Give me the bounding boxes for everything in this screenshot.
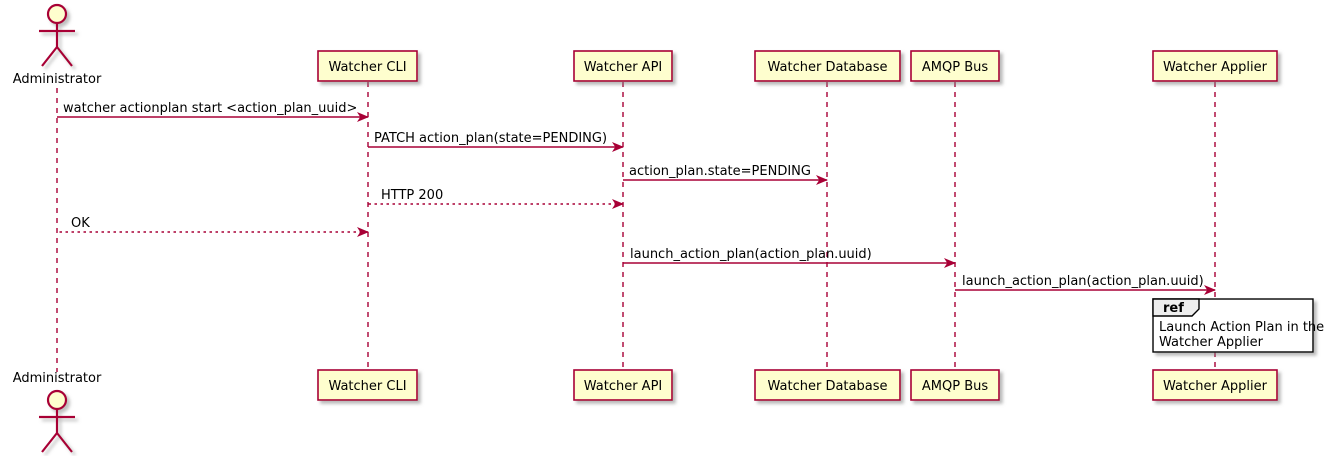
participant-watcher-applier-bottom[interactable]: Watcher Applier [1152,369,1278,401]
message-patch-action-plan[interactable]: PATCH action_plan(state=PENDING) [368,131,624,152]
message-watcher-actionplan-start[interactable]: watcher actionplan start <action_plan_uu… [57,101,369,122]
participant-watcher-cli-bottom[interactable]: Watcher CLI [317,369,418,401]
message-label-7: launch_action_plan(action_plan.uuid) [962,274,1204,289]
participant-box-watcher-applier-top[interactable] [1152,50,1278,82]
participant-boxes-top: Watcher CLI Watcher API Watcher Database… [317,50,1278,82]
participant-watcher-api-top[interactable]: Watcher API [573,50,673,82]
participant-watcher-database-bottom[interactable]: Watcher Database [754,369,901,401]
participant-label-watcher-api-top: Watcher API [584,60,663,75]
actor-figure-top-icon [39,3,75,67]
participant-label-watcher-applier-top: Watcher Applier [1163,60,1268,75]
participant-box-watcher-applier-bottom[interactable] [1152,369,1278,401]
message-label-4: HTTP 200 [381,188,443,203]
participant-label-watcher-database-bottom: Watcher Database [768,379,888,394]
participant-box-amqp-bus-top[interactable] [910,50,1000,82]
message-action-plan-state-pending[interactable]: action_plan.state=PENDING [623,164,828,185]
participant-watcher-cli-top[interactable]: Watcher CLI [317,50,418,82]
participant-box-watcher-cli-bottom[interactable] [317,369,418,401]
ref-fragment-tab-shape [1152,298,1200,317]
participant-amqp-bus-bottom[interactable]: AMQP Bus [910,369,1000,401]
participant-boxes-bottom: Watcher CLI Watcher API Watcher Database… [317,369,1278,401]
participant-label-watcher-applier-bottom: Watcher Applier [1163,379,1268,394]
lifelines-group [56,82,1216,372]
participant-box-watcher-api-bottom[interactable] [573,369,673,401]
actor-administrator-label-top: Administrator [13,72,102,87]
message-label-3: action_plan.state=PENDING [629,164,811,179]
message-launch-action-plan-to-bus[interactable]: launch_action_plan(action_plan.uuid) [623,247,956,268]
participant-box-watcher-database-bottom[interactable] [754,369,901,401]
message-label-6: launch_action_plan(action_plan.uuid) [630,247,872,262]
message-launch-action-plan-to-applier[interactable]: launch_action_plan(action_plan.uuid) [955,274,1216,295]
actor-administrator-bottom[interactable]: Administrator [13,371,102,453]
actor-figure-bottom-icon [39,389,75,453]
actor-administrator-top[interactable]: Administrator [13,3,102,87]
message-ok[interactable]: OK [57,216,369,237]
message-http-200[interactable]: HTTP 200 [368,188,624,209]
participant-label-amqp-bus-bottom: AMQP Bus [922,379,988,394]
participant-box-watcher-cli-top[interactable] [317,50,418,82]
participant-label-watcher-api-bottom: Watcher API [584,379,663,394]
message-label-1: watcher actionplan start <action_plan_uu… [63,101,357,116]
participant-box-watcher-api-top[interactable] [573,50,673,82]
participant-label-amqp-bus-top: AMQP Bus [922,60,988,75]
message-label-5: OK [71,216,90,231]
participant-label-watcher-cli-top: Watcher CLI [328,60,406,75]
message-label-2: PATCH action_plan(state=PENDING) [374,131,607,146]
participant-box-amqp-bus-bottom[interactable] [910,369,1000,401]
actor-administrator-label-bottom: Administrator [13,371,102,386]
participant-watcher-database-top[interactable]: Watcher Database [754,50,901,82]
ref-fragment-line-1: Launch Action Plan in the [1159,320,1324,335]
participant-box-watcher-database-top[interactable] [754,50,901,82]
participant-watcher-api-bottom[interactable]: Watcher API [573,369,673,401]
participant-watcher-applier-top[interactable]: Watcher Applier [1152,50,1278,82]
ref-fragment-tab-label: ref [1163,301,1184,316]
ref-fragment-launch-action-plan[interactable]: ref Launch Action Plan in the Watcher Ap… [1152,298,1324,353]
ref-fragment-line-2: Watcher Applier [1159,335,1264,350]
participant-label-watcher-cli-bottom: Watcher CLI [328,379,406,394]
participant-label-watcher-database-top: Watcher Database [768,60,888,75]
participant-amqp-bus-top[interactable]: AMQP Bus [910,50,1000,82]
